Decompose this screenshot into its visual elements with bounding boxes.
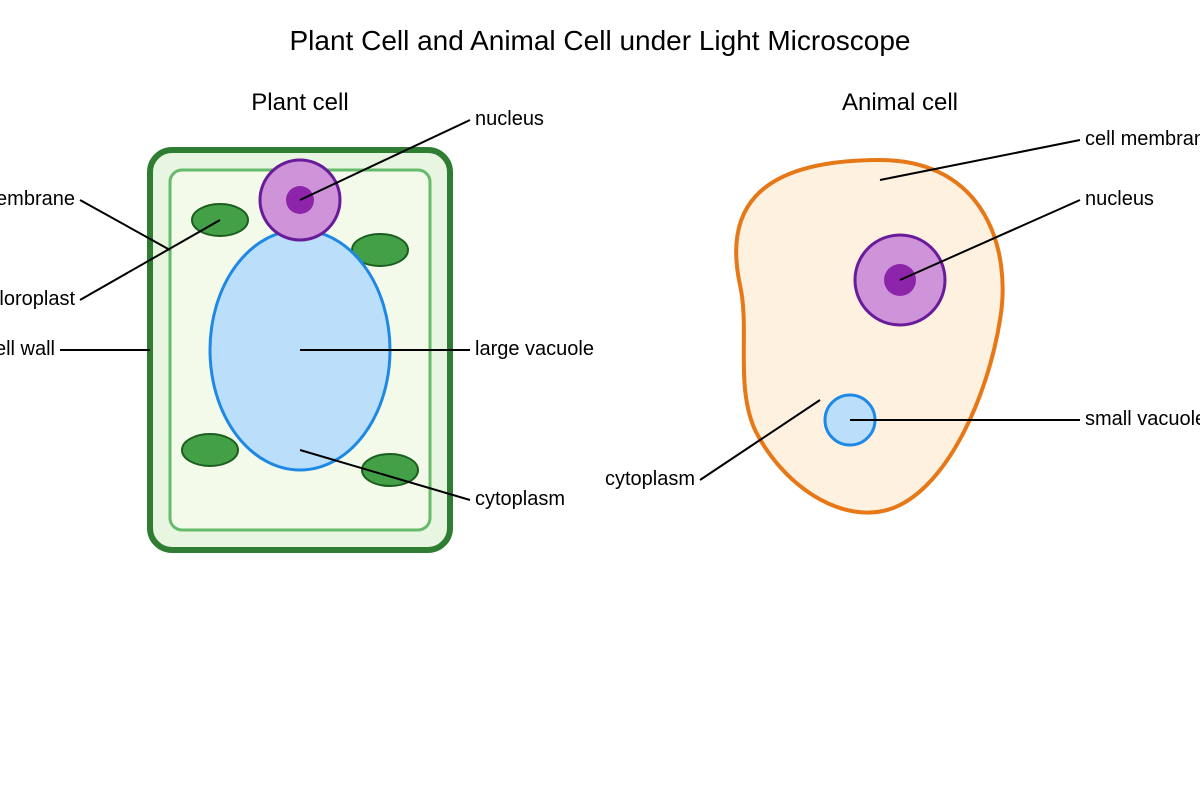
leader-line-animal-cell-membrane bbox=[879, 139, 1081, 181]
label-large-vacuole: large vacuole bbox=[475, 338, 594, 360]
leader-line-chloroplast bbox=[79, 219, 221, 301]
label-plant-cytoplasm: cytoplasm bbox=[475, 488, 565, 510]
leader-line-animal-cytoplasm bbox=[699, 399, 821, 481]
leader-line-plant-cell-membrane bbox=[79, 199, 171, 251]
animal-cell-membrane bbox=[734, 157, 1005, 515]
label-chloroplast: chloroplast bbox=[0, 288, 75, 310]
chloroplast bbox=[181, 433, 239, 467]
label-animal-cytoplasm: cytoplasm bbox=[605, 468, 695, 490]
label-animal-cell-membrane: cell membrane bbox=[1085, 128, 1200, 150]
leader-line-plant-nucleus bbox=[299, 119, 471, 201]
diagram-title: Plant Cell and Animal Cell under Light M… bbox=[290, 25, 911, 56]
plant-cell-heading: Plant cell bbox=[251, 89, 348, 116]
leader-line-plant-cytoplasm bbox=[299, 449, 471, 501]
label-cell-wall: cell wall bbox=[0, 338, 55, 360]
leader-line-animal-nucleus bbox=[899, 199, 1081, 281]
label-plant-nucleus: nucleus bbox=[475, 108, 544, 130]
animal-cell-panel: Animal cell cell membrane nucleus small … bbox=[605, 89, 1200, 515]
label-animal-nucleus: nucleus bbox=[1085, 188, 1154, 210]
animal-cell-heading: Animal cell bbox=[842, 89, 958, 116]
label-plant-cell-membrane: cell membrane bbox=[0, 188, 75, 210]
label-small-vacuole: small vacuole bbox=[1085, 408, 1200, 430]
plant-cell-panel: Plant cell nucleus cell membrane chlorop… bbox=[0, 89, 594, 553]
chloroplast bbox=[361, 453, 419, 487]
